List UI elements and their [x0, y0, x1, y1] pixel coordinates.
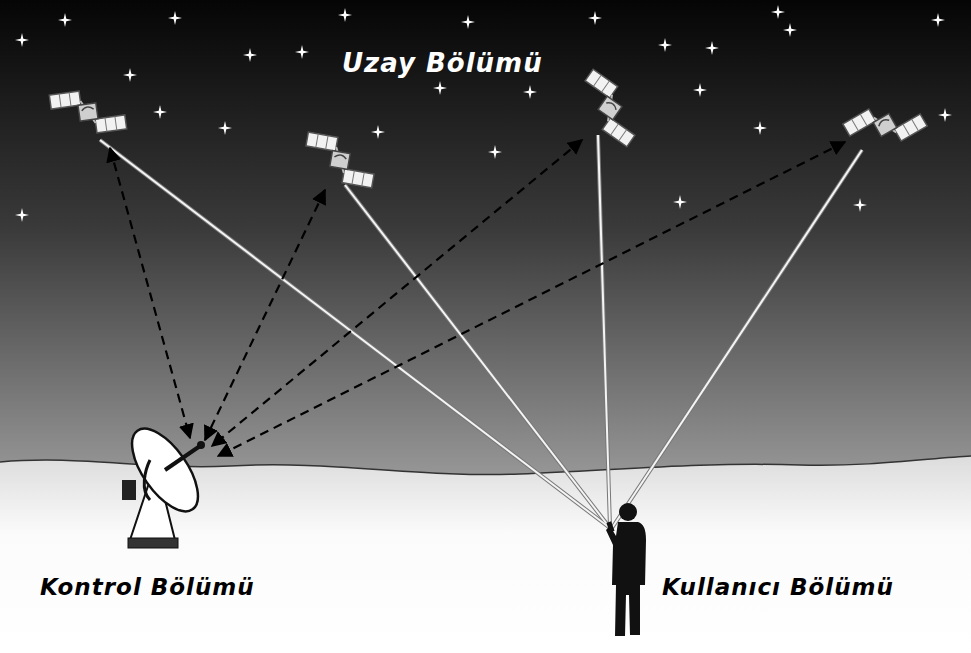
- segment-title: Kontrol Bölümü: [40, 574, 255, 600]
- segment-title: Uzay Bölümü: [342, 48, 543, 78]
- segment-title: Kullanıcı Bölümü: [662, 574, 894, 600]
